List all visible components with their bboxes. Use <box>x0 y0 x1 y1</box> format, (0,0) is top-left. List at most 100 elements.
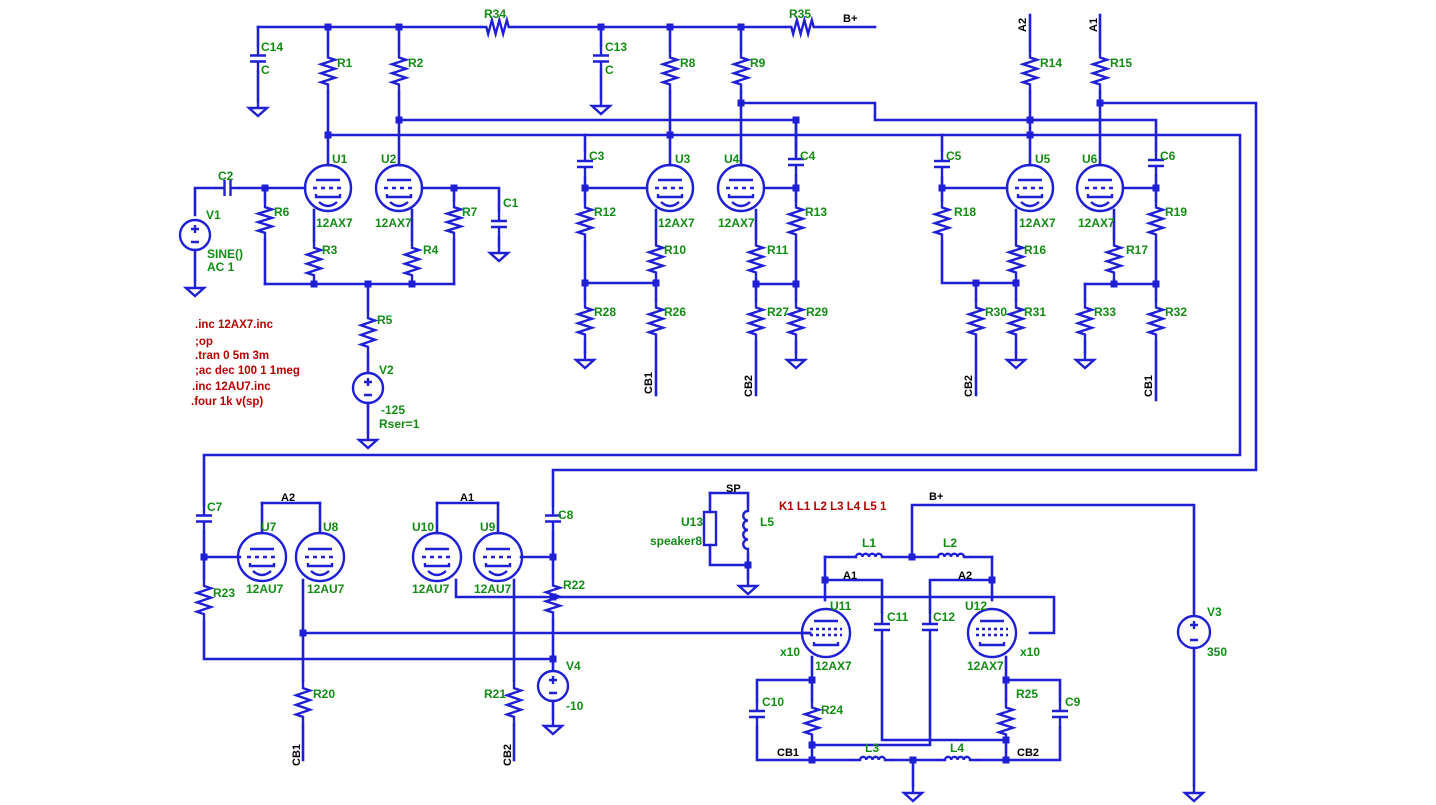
label-r6: R6 <box>274 205 290 219</box>
label-c1: C1 <box>503 196 519 210</box>
capacitor-c14 <box>250 45 266 72</box>
wire <box>823 578 884 614</box>
label-l4: L4 <box>950 741 964 755</box>
capacitor-c3 <box>577 150 593 178</box>
wire-u10-cathode <box>454 578 1056 635</box>
resistor-r6 <box>253 200 277 240</box>
label-u6: U6 <box>1082 152 1098 166</box>
label-dir-tran: .tran 0 5m 3m <box>195 350 269 362</box>
resistor-r1 <box>317 50 339 92</box>
ground-r33 <box>1072 352 1098 370</box>
junction-dot <box>792 280 800 288</box>
label-dir-four: .four 1k v(sp) <box>191 396 263 408</box>
resistor-r31 <box>1005 300 1027 342</box>
label-net-cb1-r20: CB1 <box>291 744 303 766</box>
label-u4: U4 <box>724 152 740 166</box>
label-net-a2-u7: A2 <box>281 492 295 504</box>
junction-dot <box>364 280 372 288</box>
wire <box>452 186 501 212</box>
label-net-cb1-out: CB1 <box>777 747 799 759</box>
capacitor-c8 <box>545 505 561 532</box>
label-u1v: 12AX7 <box>316 216 353 230</box>
junction-dot <box>792 184 800 192</box>
label-v1v: SINE() <box>207 247 243 261</box>
label-net-a1-top: A1 <box>1088 18 1100 32</box>
label-c12: C12 <box>933 610 955 624</box>
label-dir-ac: ;ac dec 100 1 1meg <box>195 365 300 377</box>
junction-dot <box>752 280 760 288</box>
label-r31: R31 <box>1024 305 1046 319</box>
wire <box>811 640 932 747</box>
junction-dot <box>792 116 800 124</box>
resistor-r20 <box>292 680 314 725</box>
resistor-r17 <box>1103 238 1125 280</box>
junction-dot <box>972 279 980 287</box>
voltage-source-v2 <box>351 371 385 405</box>
tube-u1 <box>303 163 353 213</box>
junctions <box>200 23 1160 764</box>
label-r21: R21 <box>484 687 506 701</box>
resistor-r24 <box>801 700 823 742</box>
label-dir-inc-12ax7: .inc 12AX7.inc <box>195 319 274 331</box>
label-l5: L5 <box>760 515 774 529</box>
wire <box>708 543 750 567</box>
label-c14: C14 <box>261 40 283 54</box>
tube-u3 <box>645 163 695 213</box>
label-r13: R13 <box>805 205 827 219</box>
junction-dot <box>1012 279 1020 287</box>
wire <box>583 176 649 190</box>
label-u12: U12 <box>965 599 987 613</box>
wire <box>1004 678 1062 702</box>
wire <box>755 678 814 702</box>
wire <box>193 186 217 217</box>
tube-u5 <box>1005 163 1055 213</box>
junction-dot <box>1152 184 1160 192</box>
label-c14v: C <box>261 63 270 77</box>
wire <box>940 176 1009 190</box>
junction-dot <box>1002 736 1010 744</box>
label-c6: C6 <box>1160 149 1176 163</box>
junction-dot <box>666 131 674 139</box>
ground-r28 <box>572 352 598 370</box>
junction-dot <box>744 561 752 569</box>
resistor-r19 <box>1145 200 1167 242</box>
label-u7v: 12AU7 <box>246 582 284 596</box>
junction-dot <box>261 184 269 192</box>
resistor-r33 <box>1074 300 1096 342</box>
ground-v3 <box>1181 785 1207 803</box>
label-r28: R28 <box>594 305 616 319</box>
junction-dot <box>549 593 557 601</box>
label-net-a2-top: A2 <box>1017 18 1029 32</box>
tube-u8 <box>294 531 346 583</box>
wire-u1-plate-to-c7 <box>202 133 1242 507</box>
label-r2: R2 <box>408 56 424 70</box>
ground-ct <box>900 785 926 803</box>
label-r25: R25 <box>1016 687 1038 701</box>
label-net-bplus-top: B+ <box>843 13 857 25</box>
junction-dot <box>666 23 674 31</box>
ground-v2 <box>355 432 381 450</box>
label-v1: V1 <box>206 208 221 222</box>
label-r9: R9 <box>750 56 766 70</box>
wire <box>880 640 1008 742</box>
label-l1: L1 <box>862 536 876 550</box>
inductor-l1 <box>848 552 890 559</box>
label-r5: R5 <box>377 313 393 327</box>
label-u13v: speaker8 <box>650 534 702 548</box>
wire <box>708 491 750 507</box>
label-u12v: 12AX7 <box>967 659 1004 673</box>
capacitor-c7 <box>196 505 212 532</box>
capacitor-c2 <box>215 180 240 196</box>
junction-dot <box>808 756 816 764</box>
resistor-r11 <box>745 238 767 280</box>
label-net-a2-out: A2 <box>958 570 972 582</box>
label-u11: U11 <box>830 599 852 613</box>
label-r20: R20 <box>313 687 335 701</box>
label-c2: C2 <box>218 169 234 183</box>
voltage-source-v4 <box>536 669 570 703</box>
label-r10: R10 <box>664 243 686 257</box>
capacitor-c6 <box>1148 150 1164 176</box>
label-net-a1-out: A1 <box>843 570 857 582</box>
resistor-r9 <box>730 50 752 92</box>
label-r8: R8 <box>680 56 696 70</box>
